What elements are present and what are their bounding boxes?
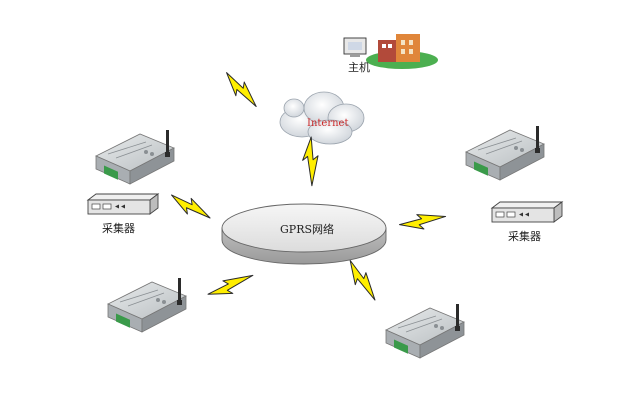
lightning-icon [302,136,319,187]
internet-cloud [279,91,365,145]
lightning-icon [170,194,211,219]
internet-label: Internet [307,118,348,129]
gprs-network-label: GPRS网络 [280,222,334,236]
lightning-icon [226,72,257,107]
collector-left-label: 采集器 [102,221,135,235]
gprs-device-bottom-right [385,303,465,359]
lightning-icon [399,214,447,230]
gprs-device-top-right [465,125,545,181]
gprs-device-top-left [95,129,175,185]
lightning-icon [207,274,254,295]
host-label: 主机 [348,60,370,74]
gprs-device-bottom-left [107,277,187,333]
collector-right [491,201,563,223]
lightning-icon [349,259,376,301]
gprs-network-disk [221,203,387,265]
host-computer [343,34,438,69]
building-icon [366,34,438,69]
wireless-links [170,72,447,301]
collector-left [87,193,159,215]
collector-right-label: 采集器 [508,229,541,243]
